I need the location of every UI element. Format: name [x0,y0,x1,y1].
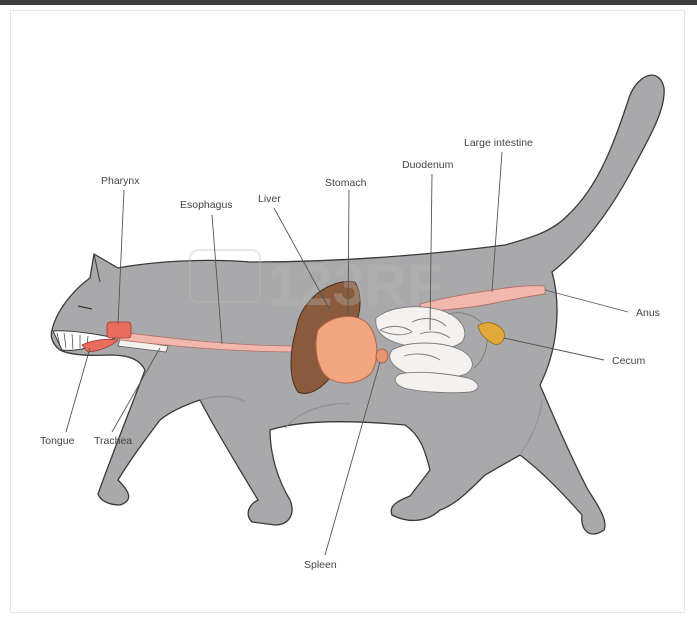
stomach [316,316,377,383]
label-spleen: Spleen [304,559,337,571]
label-tongue: Tongue [40,435,75,447]
label-duodenum: Duodenum [402,159,454,171]
pharynx [107,322,131,338]
label-anus: Anus [636,307,660,319]
label-esophagus: Esophagus [180,199,233,211]
label-cecum: Cecum [612,355,646,367]
label-liver: Liver [258,193,281,205]
label-trachea: Trachea [94,435,132,447]
spleen [376,349,388,363]
label-pharynx: Pharynx [101,175,140,187]
label-large-intestine: Large intestine [464,137,533,149]
watermark: 123RF [268,253,442,318]
label-stomach: Stomach [325,177,367,189]
